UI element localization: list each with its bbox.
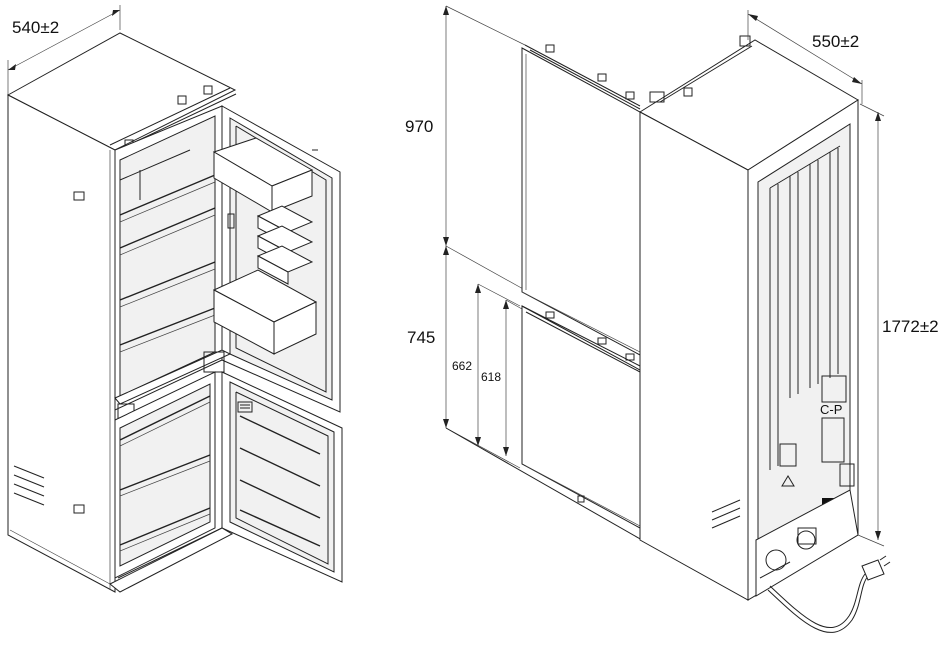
floor-line xyxy=(445,427,643,541)
door-fixing-bracket xyxy=(625,353,635,361)
side-slot xyxy=(73,504,85,514)
door-fixing-bracket xyxy=(545,311,555,319)
control-panel xyxy=(237,401,253,413)
door-detail xyxy=(577,495,585,503)
inner-height-b-label: 618 xyxy=(481,370,501,384)
compressor xyxy=(796,530,816,550)
side-slot xyxy=(73,191,85,201)
recycle-mark-icon xyxy=(839,463,855,487)
rear-cover xyxy=(779,443,797,467)
fridge-door-panel xyxy=(521,44,641,356)
inner-height-dimensions: 662 618 xyxy=(452,283,523,456)
side-vents-rear xyxy=(711,499,741,529)
door-fixing-bracket xyxy=(597,337,607,345)
condenser-coil xyxy=(769,145,841,470)
top-bracket xyxy=(683,87,693,97)
closed-fridge-view: 970 745 662 618 xyxy=(405,5,939,633)
door-balcony-bottle xyxy=(212,269,318,355)
mounting-bracket xyxy=(177,95,187,105)
total-height-label: 1772±2 xyxy=(882,317,939,336)
door-height-dimensions: 970 745 xyxy=(405,5,526,469)
top-bracket xyxy=(739,35,751,47)
door-detail xyxy=(227,213,235,229)
side-vents xyxy=(13,465,45,506)
door-fixing-bracket xyxy=(545,44,555,53)
base-plinth xyxy=(109,527,234,593)
rear-cover xyxy=(797,527,817,545)
width-label: 540±2 xyxy=(12,18,59,37)
freezer-door-open xyxy=(221,371,343,583)
top-bracket xyxy=(649,91,665,103)
freezer-door-height-label: 745 xyxy=(407,328,435,347)
cabinet-body-rear: C-P xyxy=(639,35,859,601)
fridge-door-open xyxy=(212,105,341,413)
mounting-bracket xyxy=(203,85,213,95)
total-height-dimension: 1772±2 xyxy=(857,103,939,547)
warning-triangle xyxy=(781,475,795,487)
cabinet-body xyxy=(6,32,237,593)
inner-height-a-label: 662 xyxy=(452,359,472,373)
freezer-interior xyxy=(114,371,223,579)
rear-cover xyxy=(821,417,845,463)
width-dimension: 540±2 xyxy=(7,5,121,95)
cp-mark: C-P xyxy=(820,402,842,417)
door-balcony xyxy=(212,137,314,213)
fridge-door-height-label: 970 xyxy=(405,117,433,136)
door-balcony-small xyxy=(256,205,314,285)
open-fridge-view: 540±2 xyxy=(6,5,343,593)
depth-dimension: 550±2 xyxy=(747,10,863,104)
depth-label: 550±2 xyxy=(812,32,859,51)
rear-cover xyxy=(821,375,847,403)
door-fixing-bracket xyxy=(625,91,635,100)
power-plug-icon xyxy=(767,555,891,633)
fridge-interior xyxy=(114,105,223,411)
door-fixing-bracket xyxy=(597,73,607,82)
